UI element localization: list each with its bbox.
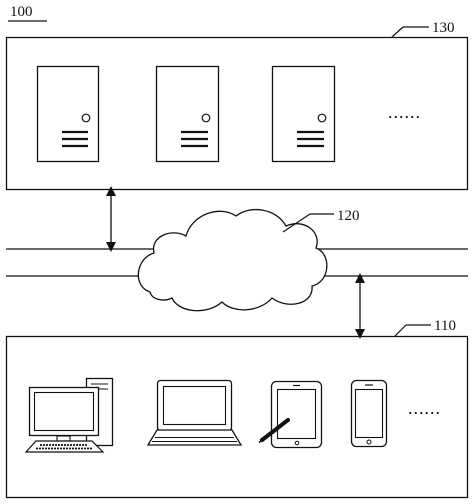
server-ellipsis: ...... [388, 102, 421, 122]
terminal-group-leader-line [394, 324, 407, 337]
server-icon [271, 65, 336, 163]
cloud-icon [137, 209, 328, 312]
terminal-group-label: 110 [434, 318, 456, 334]
stylus-icon [258, 418, 290, 444]
smartphone-icon [350, 379, 388, 448]
tablet-icon [270, 380, 323, 449]
server-group-leader-line [391, 26, 404, 38]
terminal-ellipsis: ...... [408, 398, 441, 418]
server-group-label: 130 [432, 20, 455, 36]
desktop-computer-icon [24, 377, 114, 453]
server-group-box [5, 36, 469, 191]
system-label: 100 [10, 4, 33, 20]
network-leader-line [282, 213, 311, 233]
terminal-group-box [5, 335, 469, 499]
laptop-icon [146, 379, 243, 446]
server-icon [36, 65, 100, 163]
server-icon [155, 65, 220, 163]
network-label: 120 [337, 208, 360, 224]
